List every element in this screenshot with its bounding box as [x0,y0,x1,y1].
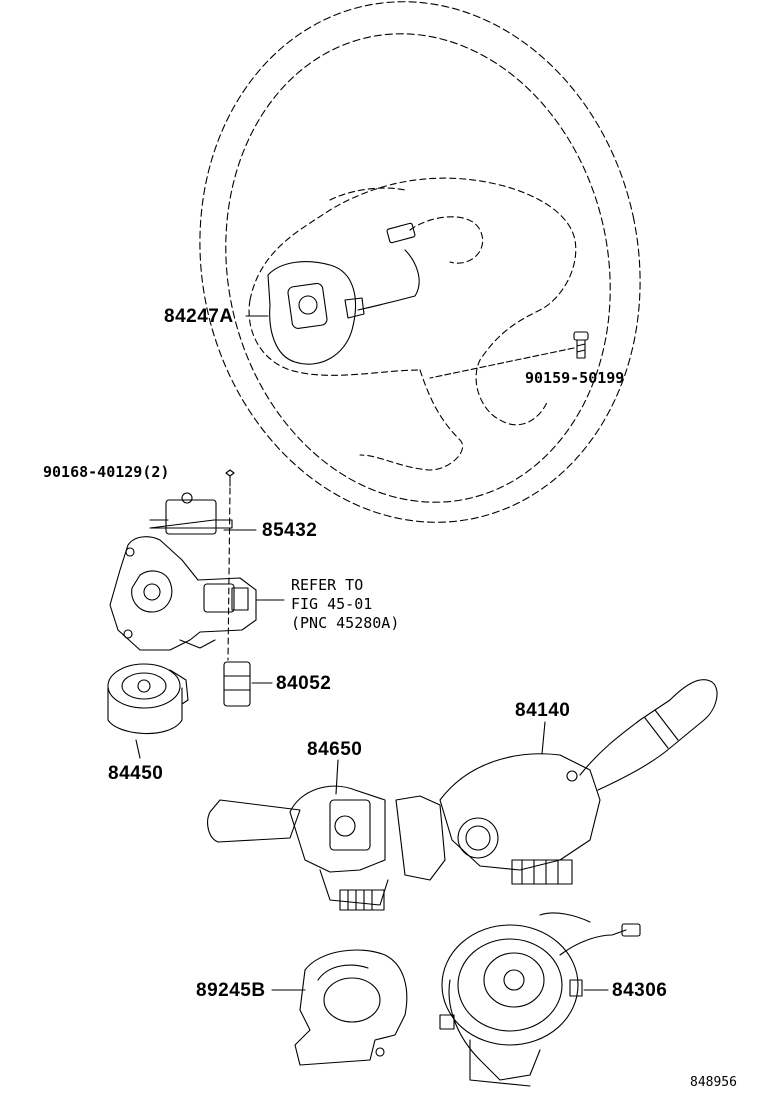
label-bracket: 85432 [262,520,318,541]
turn-switch-part [208,760,388,910]
label-turn-switch: 84650 [307,739,363,760]
bracket-part [150,470,234,660]
leader-lines [224,316,608,990]
spiral-cable-part [440,913,640,1086]
sensor-cover-part [295,950,407,1065]
steering-pad-part [268,223,419,364]
label-refer-line1: REFER TO [291,576,364,594]
label-refer-line2: FIG 45-01 [291,595,373,613]
steering-wheel [152,0,687,564]
bolt-part [430,332,588,378]
lock-cylinder-part [108,664,188,758]
label-refer-line3: (PNC 45280A) [291,614,400,632]
connector-part [224,662,250,706]
label-lock-cylinder: 84450 [108,763,164,784]
label-spiral-cable: 84306 [612,980,668,1001]
label-wiper-switch: 84140 [515,700,571,721]
column-housing-part [110,537,256,650]
wiper-switch-part [396,680,717,884]
label-sensor-cover: 89245B [196,980,266,1001]
label-diagram-id: 848956 [690,1075,737,1090]
label-steering-pad: 84247A [164,306,234,327]
label-connector: 84052 [276,673,332,694]
label-bolt: 90159-50199 [525,369,625,387]
label-screw: 90168-40129(2) [43,463,170,481]
